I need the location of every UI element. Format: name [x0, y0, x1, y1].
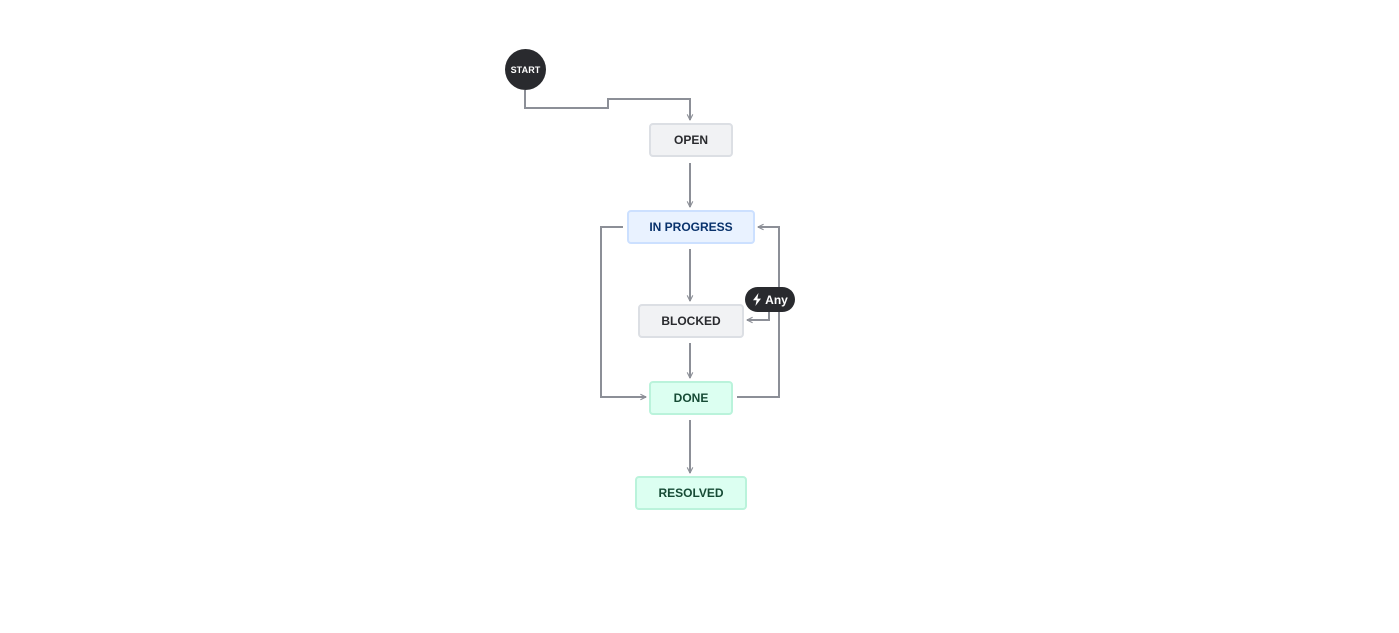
any-transition-label: Any [765, 292, 788, 307]
status-in-progress-label: IN PROGRESS [649, 220, 733, 234]
status-resolved-label: RESOLVED [658, 486, 724, 500]
status-blocked-label: BLOCKED [661, 314, 721, 328]
any-transition-badge[interactable]: Any [745, 287, 795, 312]
status-open-label: OPEN [673, 133, 708, 147]
status-resolved[interactable]: RESOLVED [635, 476, 747, 510]
status-open[interactable]: OPEN [649, 123, 733, 157]
status-in-progress[interactable]: IN PROGRESS [627, 210, 755, 244]
status-done-label: DONE [673, 391, 709, 405]
edge-done-to-in-progress[interactable] [737, 227, 780, 398]
status-done[interactable]: DONE [649, 381, 733, 415]
edge-any-to-blocked[interactable] [747, 311, 770, 320]
lightning-bolt-icon [752, 293, 762, 306]
status-blocked[interactable]: BLOCKED [638, 304, 744, 338]
edge-in-progress-to-done[interactable] [600, 226, 646, 397]
start-label: START [510, 64, 541, 75]
edge-start-to-open[interactable] [524, 90, 690, 120]
start-node[interactable]: START [505, 49, 546, 90]
